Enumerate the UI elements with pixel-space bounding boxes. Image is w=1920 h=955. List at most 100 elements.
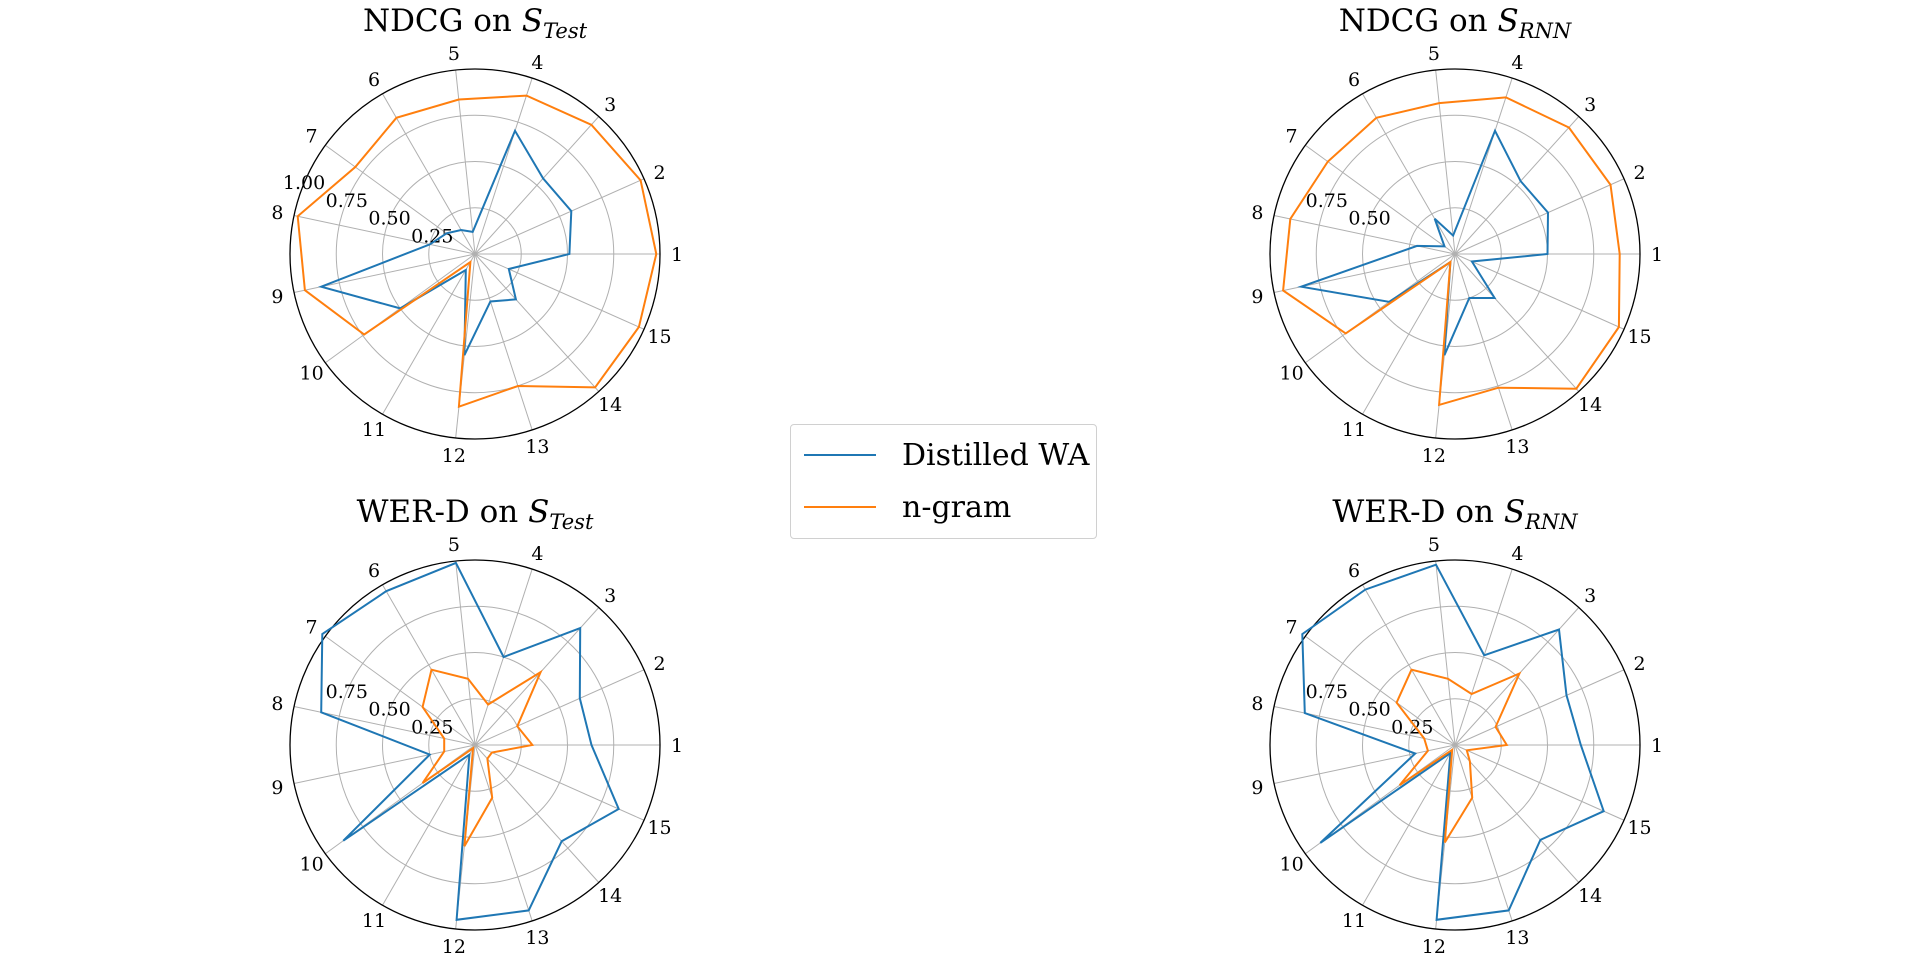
category-label: 1 (1651, 244, 1663, 266)
category-label: 14 (598, 885, 622, 907)
category-label: 9 (271, 286, 283, 308)
category-label: 13 (525, 927, 549, 949)
legend-label-ngram: n-gram (902, 489, 1012, 525)
outer-frame (289, 68, 661, 440)
radial-tick-label: 0.50 (368, 208, 410, 230)
ring-gridline (428, 698, 522, 792)
category-label: 7 (1286, 125, 1298, 147)
chart-title: WER-D on STest (357, 494, 594, 534)
category-label: 4 (1511, 543, 1523, 565)
category-label: 6 (1348, 560, 1360, 582)
ring-gridline (1315, 605, 1595, 885)
radial-tick-label: 0.50 (1348, 208, 1390, 230)
category-label: 11 (1342, 419, 1366, 441)
legend-item-distilled-wa: Distilled WA (791, 435, 1089, 475)
category-label: 5 (448, 43, 460, 65)
legend-item-ngram: n-gram (791, 487, 1011, 527)
chart-title: NDCG on SRNN (1339, 3, 1572, 43)
category-label: 15 (647, 817, 671, 839)
category-label: 1 (671, 244, 683, 266)
radial-tick-label: 0.75 (326, 190, 368, 212)
category-label: 13 (525, 436, 549, 458)
ring-gridline (1362, 652, 1548, 838)
category-label: 2 (1633, 162, 1645, 184)
category-label: 4 (531, 52, 543, 74)
category-label: 7 (1286, 616, 1298, 638)
category-label: 3 (1584, 585, 1596, 607)
category-label: 5 (1428, 43, 1440, 65)
category-label: 3 (604, 585, 616, 607)
series-line-ngram (1395, 668, 1522, 844)
category-label: 10 (1279, 854, 1303, 876)
category-label: 12 (1422, 445, 1446, 467)
category-label: 2 (653, 653, 665, 675)
outer-frame (1269, 559, 1641, 931)
category-label: 11 (1342, 910, 1366, 932)
category-label: 5 (1428, 534, 1440, 556)
category-label: 14 (598, 394, 622, 416)
outer-frame (289, 559, 661, 931)
series-line-ngram (1282, 96, 1621, 407)
radial-tick-label: 0.50 (368, 699, 410, 721)
category-label: 7 (306, 125, 318, 147)
category-label: 9 (1251, 777, 1263, 799)
category-label: 8 (271, 693, 283, 715)
category-label: 2 (653, 162, 665, 184)
category-label: 7 (306, 616, 318, 638)
ring-gridline (1315, 114, 1595, 394)
category-label: 5 (448, 534, 460, 556)
category-label: 12 (442, 445, 466, 467)
category-label: 15 (647, 326, 671, 348)
category-label: 3 (1584, 94, 1596, 116)
ring-gridline (428, 207, 522, 301)
category-label: 6 (368, 560, 380, 582)
radial-tick-label: 0.75 (1306, 681, 1348, 703)
category-label: 9 (271, 777, 283, 799)
category-label: 6 (1348, 69, 1360, 91)
category-label: 12 (442, 936, 466, 955)
chart-title: WER-D on SRNN (1332, 494, 1578, 534)
radial-tick-label: 1.00 (283, 172, 325, 194)
ring-gridline (382, 652, 568, 838)
ring-gridline (335, 605, 615, 885)
ring-gridline (1408, 207, 1502, 301)
category-label: 11 (362, 419, 386, 441)
radial-tick-label: 0.25 (411, 225, 453, 247)
category-label: 12 (1422, 936, 1446, 955)
category-label: 2 (1633, 653, 1645, 675)
radial-tick-label: 0.25 (411, 716, 453, 738)
category-label: 8 (1251, 202, 1263, 224)
legend-label-distilled-wa: Distilled WA (902, 437, 1090, 473)
radial-tick-label: 0.50 (1348, 699, 1390, 721)
category-label: 15 (1627, 817, 1651, 839)
category-label: 13 (1505, 436, 1529, 458)
legend: Distilled WA n-gram (790, 424, 1097, 539)
category-label: 8 (1251, 693, 1263, 715)
category-label: 13 (1505, 927, 1529, 949)
category-label: 14 (1578, 394, 1602, 416)
category-label: 14 (1578, 885, 1602, 907)
radial-tick-label: 0.75 (326, 681, 368, 703)
category-label: 10 (299, 363, 323, 385)
category-label: 3 (604, 94, 616, 116)
series-line-distilled-wa (1301, 563, 1605, 921)
series-line-ngram (296, 94, 658, 409)
ring-gridline (335, 114, 615, 394)
category-label: 1 (671, 735, 683, 757)
category-label: 10 (299, 854, 323, 876)
category-label: 4 (1511, 52, 1523, 74)
category-label: 10 (1279, 363, 1303, 385)
series-line-distilled-wa (318, 128, 573, 356)
series-line-distilled-wa (320, 561, 620, 921)
category-label: 11 (362, 910, 386, 932)
category-label: 8 (271, 202, 283, 224)
category-label: 15 (1627, 326, 1651, 348)
radial-tick-label: 0.25 (1391, 716, 1433, 738)
outer-frame (1269, 68, 1641, 440)
series-line-ngram (421, 668, 543, 847)
